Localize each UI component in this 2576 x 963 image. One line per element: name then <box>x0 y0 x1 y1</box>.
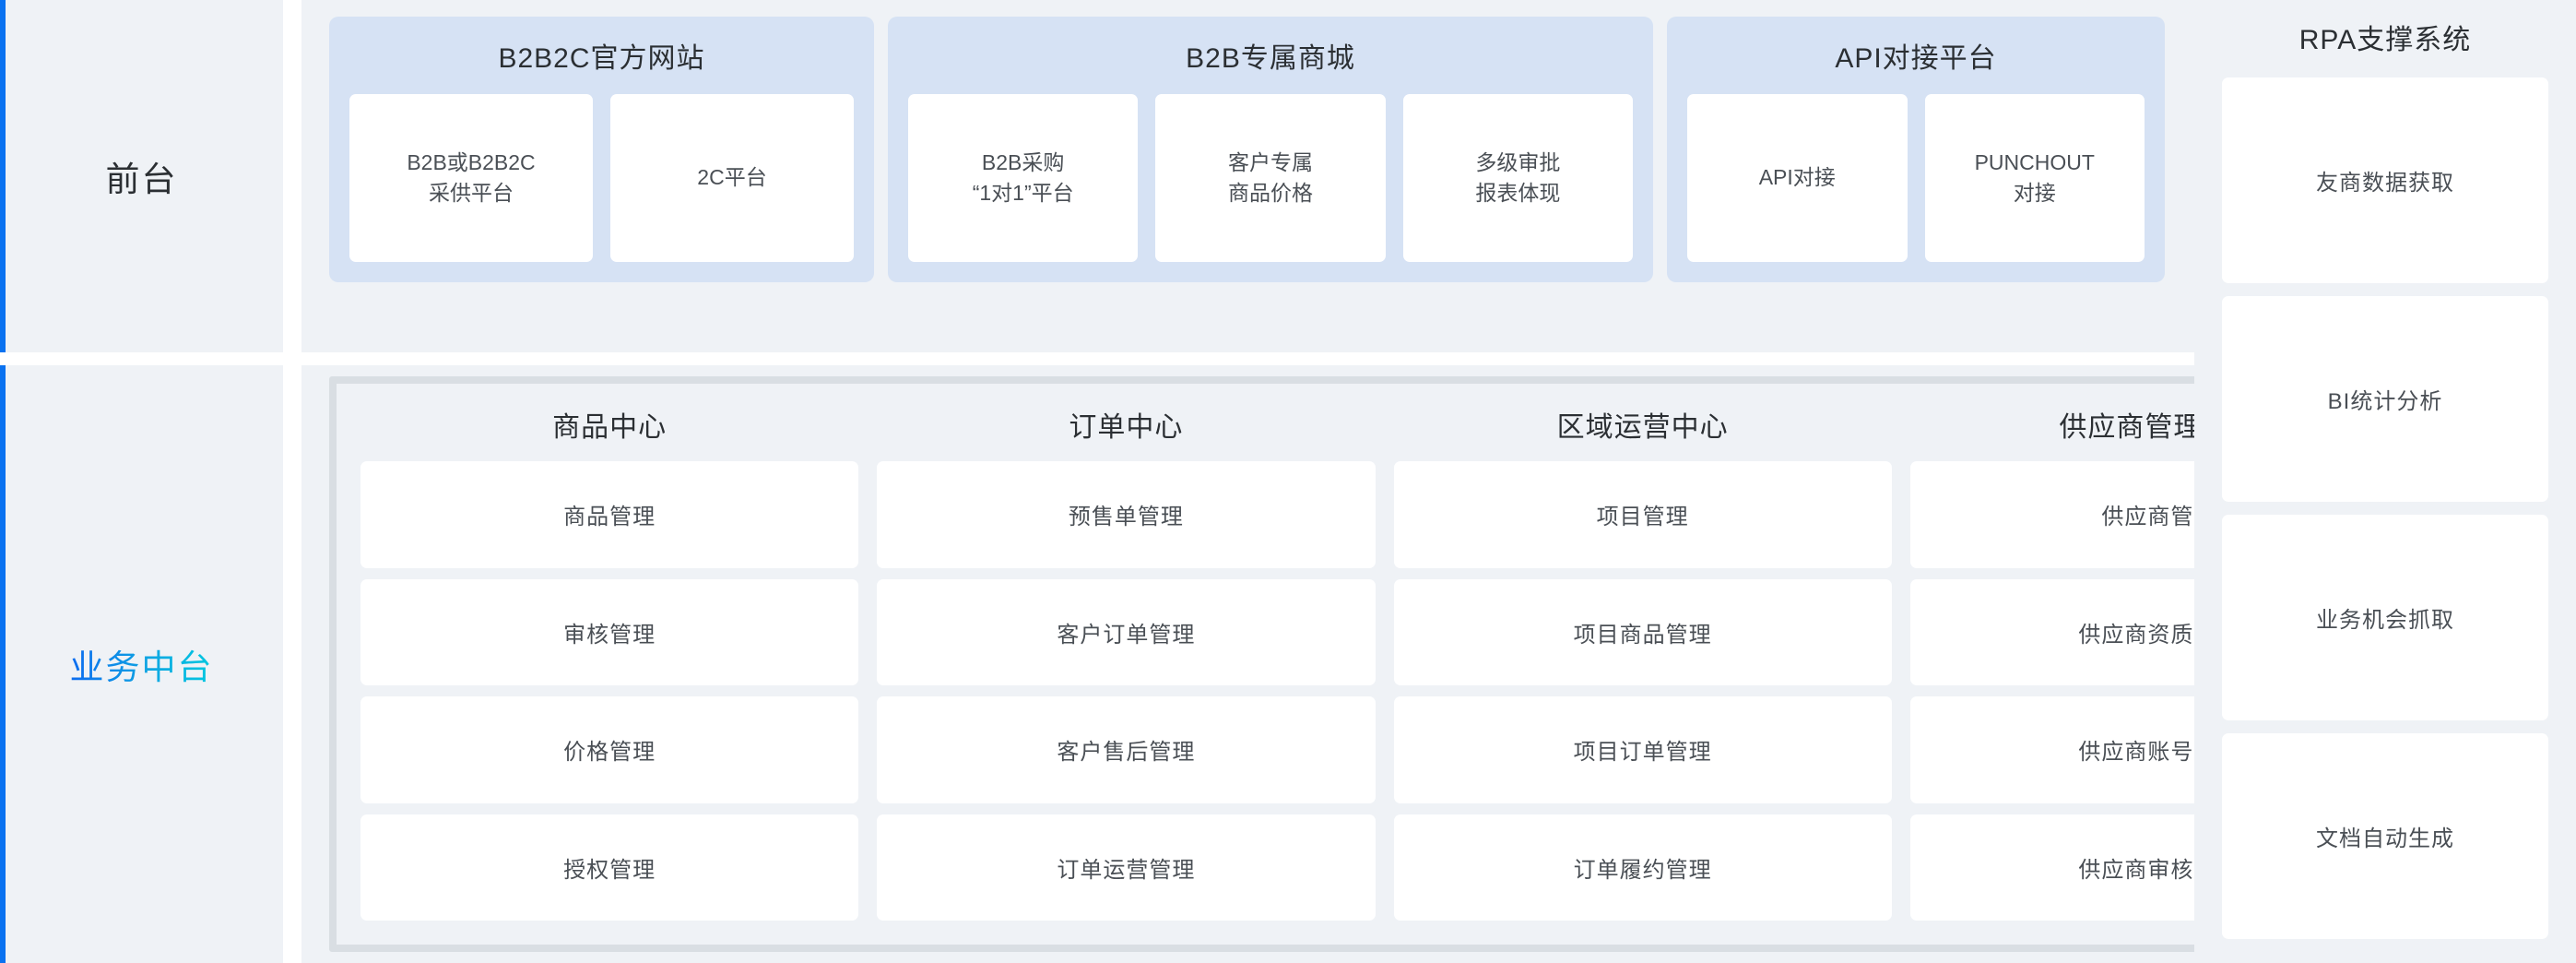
leaf-card[interactable]: API对接 <box>1687 94 1908 262</box>
mid-item[interactable]: 订单履约管理 <box>1393 814 1892 921</box>
rpa-card-list: 友商数据获取 BI统计分析 业务机会抓取 文档自动生成 <box>2222 77 2548 939</box>
leaf-card[interactable]: B2B或B2B2C 采供平台 <box>349 94 593 262</box>
mid-column-title: 区域运营中心 <box>1556 412 1729 443</box>
mid-column-title: 订单中心 <box>1069 412 1184 443</box>
rpa-card[interactable]: 文档自动生成 <box>2222 733 2548 939</box>
mid-item[interactable]: 预售单管理 <box>877 461 1376 568</box>
rpa-support-system-column: RPA支撑系统 友商数据获取 BI统计分析 业务机会抓取 文档自动生成 <box>2194 0 2576 963</box>
group-title: API对接平台 <box>1835 43 1997 74</box>
row-label-front-office: 前台 <box>0 0 283 352</box>
rpa-card[interactable]: BI统计分析 <box>2222 296 2548 502</box>
group-panel-b2b2c-website[interactable]: B2B2C官方网站 B2B或B2B2C 采供平台 2C平台 <box>329 17 874 282</box>
mid-item[interactable]: 客户售后管理 <box>877 696 1376 803</box>
rpa-card[interactable]: 友商数据获取 <box>2222 77 2548 283</box>
rpa-title: RPA支撑系统 <box>2298 25 2472 55</box>
group-panel-api-platform[interactable]: API对接平台 API对接 PUNCHOUT 对接 <box>1667 17 2165 282</box>
row-label-text: 前台 <box>105 160 178 198</box>
label-spacer <box>283 0 301 352</box>
mid-item[interactable]: 项目管理 <box>1393 461 1892 568</box>
mid-column-items: 商品管理 审核管理 价格管理 授权管理 <box>360 461 859 921</box>
group-panel-b2b-mall[interactable]: B2B专属商城 B2B采购 “1对1”平台 客户专属 商品价格 多级审批 报表体… <box>888 17 1653 282</box>
mid-column-items: 预售单管理 客户订单管理 客户售后管理 订单运营管理 <box>877 461 1376 921</box>
mid-item[interactable]: 项目商品管理 <box>1393 578 1892 685</box>
mid-item[interactable]: 审核管理 <box>360 578 859 685</box>
mid-item[interactable]: 项目订单管理 <box>1393 696 1892 803</box>
leaf-card[interactable]: PUNCHOUT 对接 <box>1924 94 2145 262</box>
group-card-list: B2B或B2B2C 采供平台 2C平台 <box>349 94 854 262</box>
row-label-middle-platform: 业务中台 <box>0 365 283 963</box>
group-title: B2B2C官方网站 <box>498 43 705 74</box>
group-card-list: B2B采购 “1对1”平台 客户专属 商品价格 多级审批 报表体现 <box>908 94 1633 262</box>
mid-item[interactable]: 授权管理 <box>360 814 859 921</box>
mid-column-title: 商品中心 <box>552 412 668 443</box>
row-divider <box>0 352 2576 365</box>
mid-item[interactable]: 订单运营管理 <box>877 814 1376 921</box>
group-title: B2B专属商城 <box>1186 43 1355 74</box>
group-card-list: API对接 PUNCHOUT 对接 <box>1687 94 2145 262</box>
leaf-card[interactable]: B2B采购 “1对1”平台 <box>908 94 1139 262</box>
leaf-card[interactable]: 客户专属 商品价格 <box>1155 94 1386 262</box>
mid-column-regional-operation-center: 区域运营中心 项目管理 项目商品管理 项目订单管理 订单履约管理 <box>1393 404 1892 921</box>
leaf-card[interactable]: 多级审批 报表体现 <box>1402 94 1633 262</box>
front-office-row: 前台 B2B2C官方网站 B2B或B2B2C 采供平台 2C平台 B2B专属商城… <box>0 0 2576 352</box>
mid-item[interactable]: 商品管理 <box>360 461 859 568</box>
row-label-text: 业务中台 <box>70 639 214 689</box>
leaf-card[interactable]: 2C平台 <box>610 94 854 262</box>
mid-column-order-center: 订单中心 预售单管理 客户订单管理 客户售后管理 订单运营管理 <box>877 404 1376 921</box>
mid-item[interactable]: 价格管理 <box>360 696 859 803</box>
mid-column-product-center: 商品中心 商品管理 审核管理 价格管理 授权管理 <box>360 404 859 921</box>
mid-column-items: 项目管理 项目商品管理 项目订单管理 订单履约管理 <box>1393 461 1892 921</box>
mid-item[interactable]: 客户订单管理 <box>877 578 1376 685</box>
business-middle-platform-row: 业务中台 商品中心 商品管理 审核管理 价格管理 授权管理 订单中心 <box>0 365 2576 963</box>
label-spacer <box>283 365 301 963</box>
rpa-card[interactable]: 业务机会抓取 <box>2222 515 2548 720</box>
